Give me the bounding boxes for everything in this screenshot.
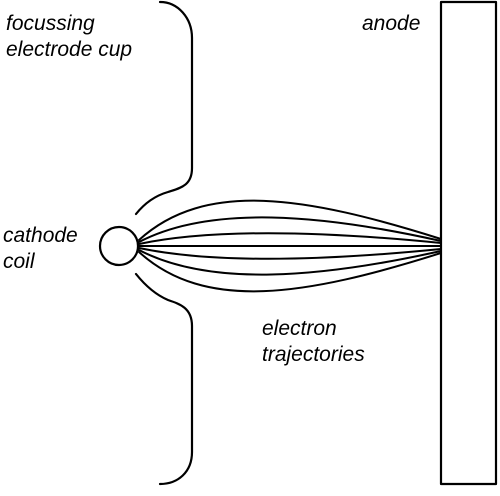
electron-trajectories-label: electron trajectories bbox=[262, 316, 365, 368]
electron-label-line2: trajectories bbox=[262, 343, 365, 366]
cathode-coil bbox=[98, 225, 140, 267]
focussing-electrode-cup-lower bbox=[134, 272, 194, 486]
focussing-electrode-cup bbox=[134, 0, 194, 216]
focussing-label-line1: focussing bbox=[6, 12, 95, 35]
electron-trajectories bbox=[138, 199, 442, 293]
cathode-label-line2: coil bbox=[3, 250, 35, 273]
electron-label-line1: electron bbox=[262, 317, 337, 340]
anode-label: anode bbox=[362, 11, 420, 37]
cathode-label-line1: cathode bbox=[3, 224, 78, 247]
anode-plate bbox=[439, 0, 498, 486]
focussing-electrode-cup-label: focussing electrode cup bbox=[6, 11, 132, 63]
electron-trajectory bbox=[138, 199, 442, 241]
electron-trajectory bbox=[138, 249, 442, 276]
electron-trajectory bbox=[138, 232, 442, 245]
cathode-coil-label: cathode coil bbox=[3, 223, 78, 275]
electron-trajectory bbox=[138, 247, 442, 260]
electron-trajectory bbox=[138, 251, 442, 293]
anode-label-text: anode bbox=[362, 12, 421, 35]
focussing-label-line2: electrode cup bbox=[6, 38, 133, 61]
electron-trajectory bbox=[138, 216, 442, 243]
